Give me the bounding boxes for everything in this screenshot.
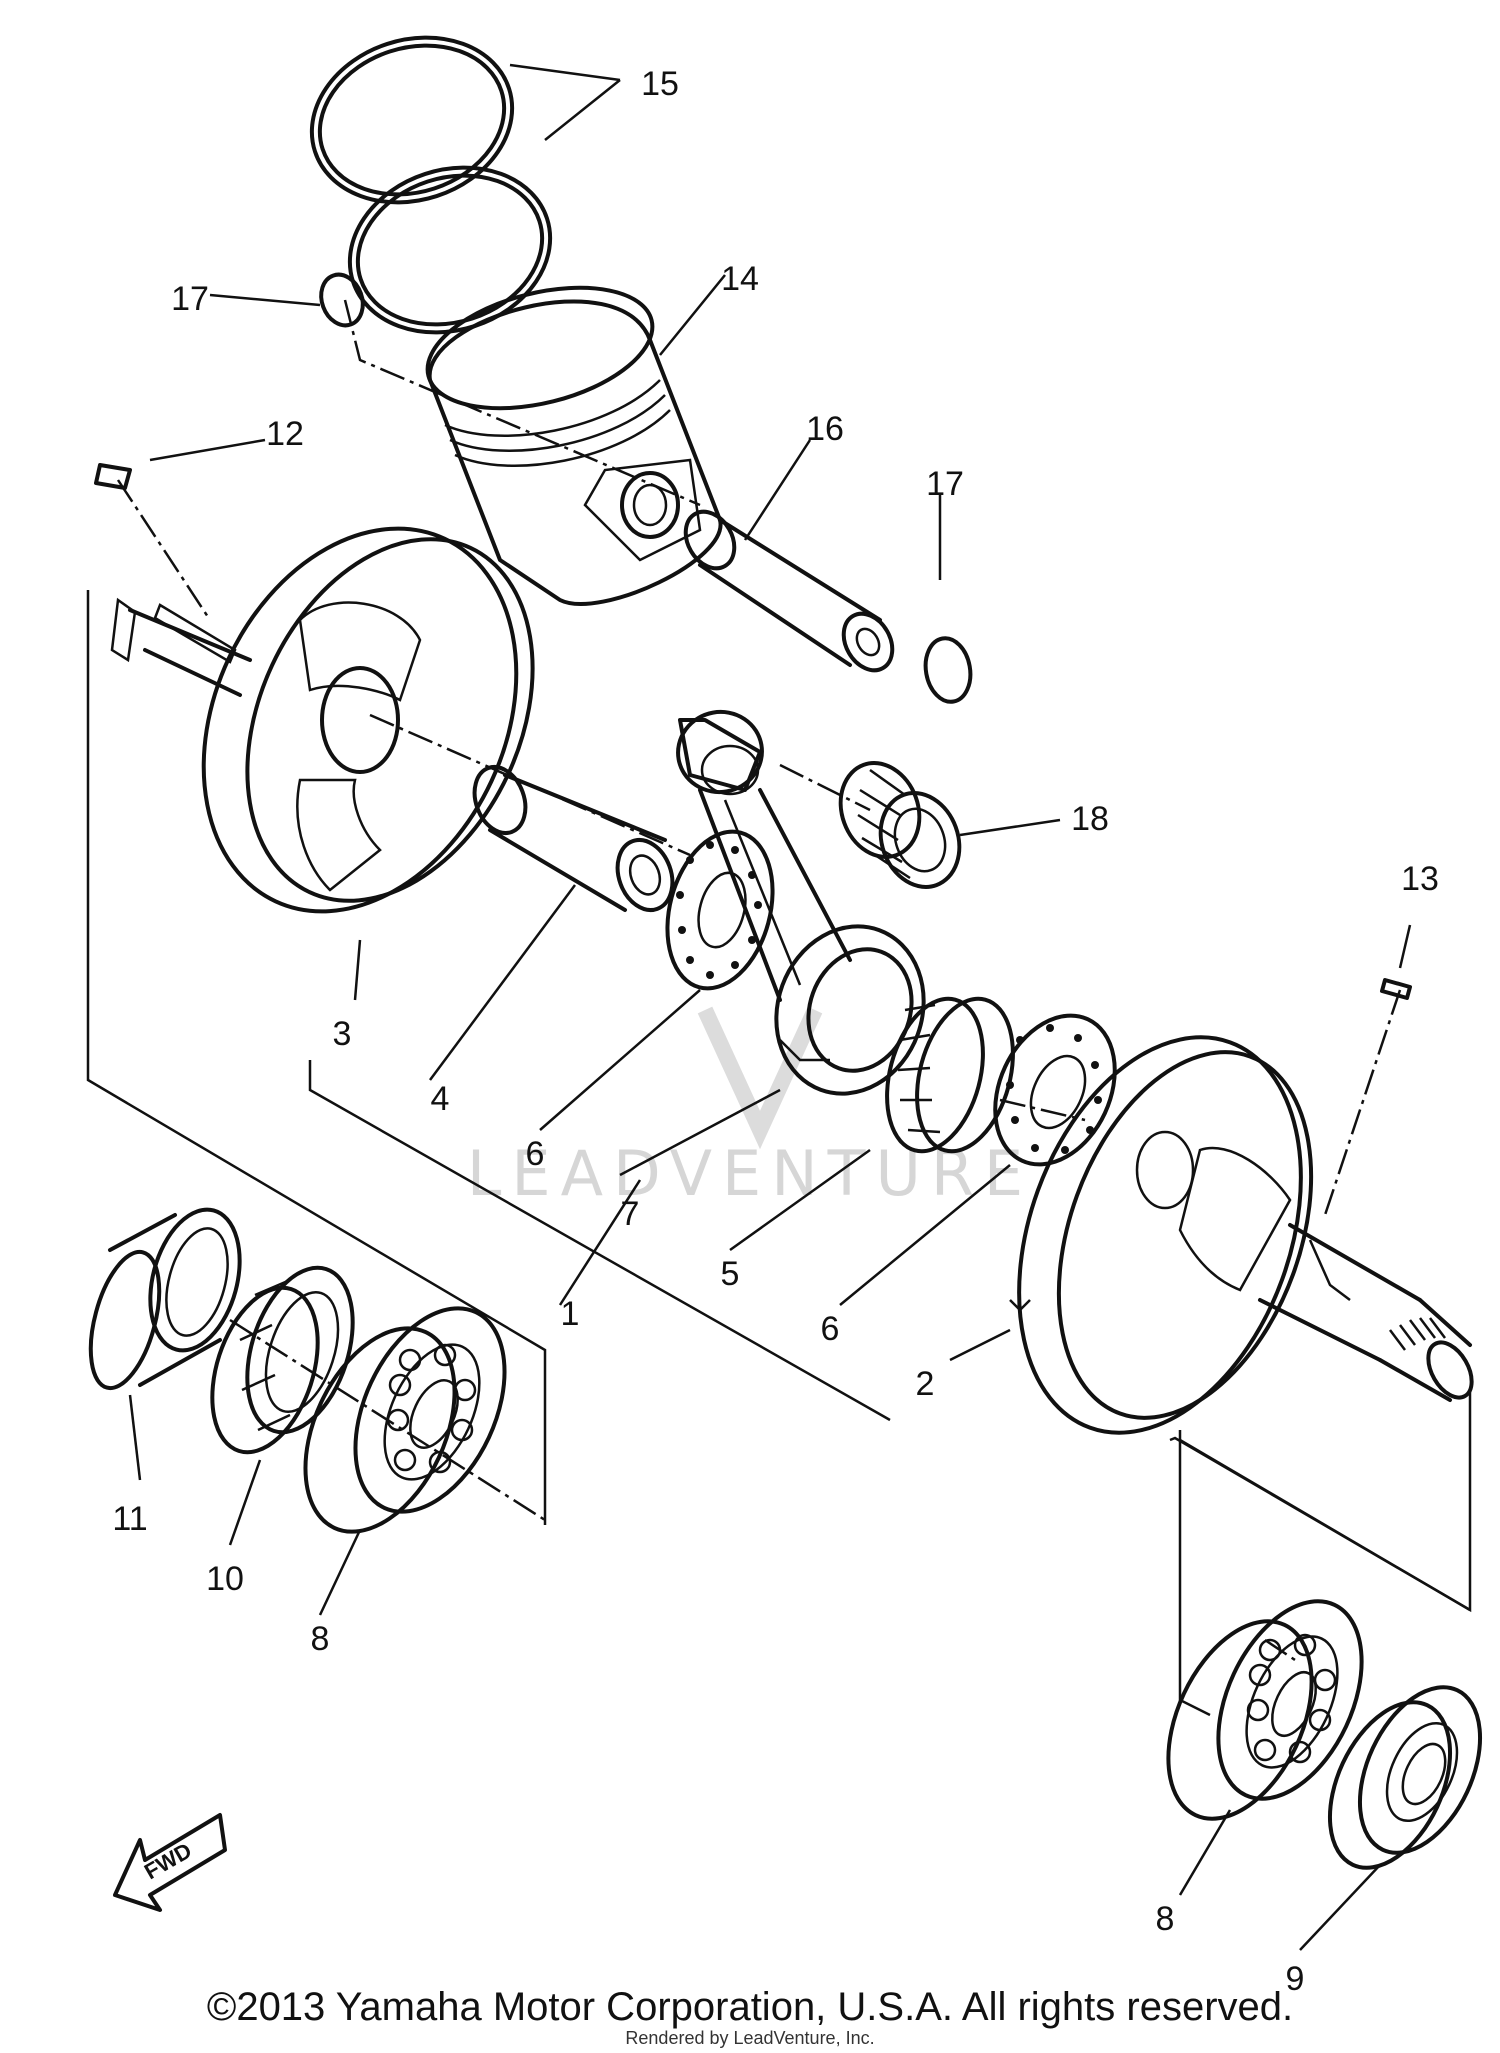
- leader-lines: [128, 63, 1412, 1951]
- woodruff-key-12: [94, 463, 132, 490]
- copyright-notice: ©2013 Yamaha Motor Corporation, U.S.A. A…: [206, 1985, 1294, 2029]
- thrust-washer-left: [665, 829, 775, 991]
- callout-6-left: 6: [526, 1135, 545, 1173]
- callout-5: 5: [721, 1255, 740, 1293]
- watermark-logo: LEADVENTURE: [467, 1006, 1033, 1210]
- callout-numbers: 15 17 14 12 16 17 18 13 3 4 6 7 1 5 6 2 …: [112, 65, 1439, 1998]
- callout-1: 1: [561, 1295, 580, 1333]
- needle-bearing-10: [210, 1265, 355, 1455]
- callout-18: 18: [1071, 800, 1109, 838]
- crank-half-left: [110, 526, 535, 914]
- callout-6-right: 6: [821, 1310, 840, 1348]
- callout-13: 13: [1401, 860, 1439, 898]
- rendered-by-notice: Rendered by LeadVenture, Inc.: [625, 2028, 875, 2048]
- ball-bearing-left: [303, 1306, 507, 1534]
- assembly-axes: [116, 299, 1402, 1662]
- callout-14: 14: [721, 260, 759, 298]
- circlip-right: [923, 636, 973, 704]
- oil-seal-right: [1327, 1685, 1483, 1870]
- crank-pin: [472, 765, 675, 912]
- crank-half-right: [1009, 1035, 1474, 1435]
- callout-17-left: 17: [171, 280, 209, 318]
- callout-16: 16: [806, 410, 844, 448]
- oil-seal: [88, 1207, 242, 1391]
- callout-2: 2: [916, 1365, 935, 1403]
- callout-7: 7: [621, 1195, 640, 1233]
- piston: [425, 285, 723, 606]
- callout-12: 12: [266, 415, 304, 453]
- callout-15: 15: [641, 65, 679, 103]
- thrust-washer-right: [993, 1013, 1117, 1167]
- assembly-brackets: [86, 590, 1472, 1717]
- piston-pin: [683, 509, 895, 673]
- woodruff-key-13: [1380, 978, 1412, 1000]
- callout-11: 11: [112, 1500, 147, 1538]
- callout-9: 9: [1286, 1960, 1305, 1998]
- ball-bearing-right: [1166, 1599, 1364, 1821]
- callout-8-left: 8: [311, 1620, 330, 1658]
- big-end-bearing: [885, 996, 1015, 1154]
- callout-4: 4: [431, 1080, 450, 1118]
- callout-3: 3: [333, 1015, 352, 1053]
- callout-8-right: 8: [1156, 1900, 1175, 1938]
- connecting-rod: [676, 709, 926, 1096]
- watermark-text: LEADVENTURE: [467, 1137, 1033, 1210]
- fwd-arrow-icon: FWD: [113, 1813, 227, 1912]
- callout-17-right: 17: [926, 465, 964, 503]
- callout-10: 10: [206, 1560, 244, 1598]
- small-end-bearing: [838, 761, 962, 889]
